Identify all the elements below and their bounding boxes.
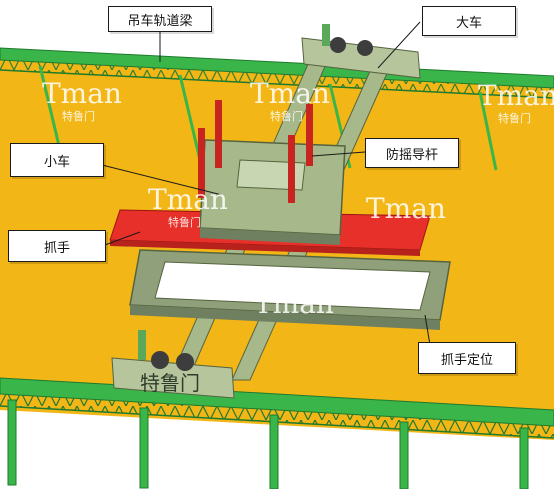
end-plate-text: 特鲁门 [140,371,200,395]
callout-anti-sway-rod: 防摇导杆 [365,138,459,168]
gripper-positioning-frame [129,249,451,330]
callout-gripper: 抓手 [8,230,106,262]
back-crane-rail-beam [0,47,554,171]
callout-trolley: 小车 [10,143,104,177]
callout-bridge: 大车 [422,6,516,36]
callout-leaders [101,21,431,346]
callout-gripper-positioning: 抓手定位 [418,342,516,374]
anti-sway-rods [198,100,313,203]
front-end-truck: 特鲁门 [111,330,235,399]
callout-crane-rail-beam: 吊车轨道梁 [108,6,212,32]
